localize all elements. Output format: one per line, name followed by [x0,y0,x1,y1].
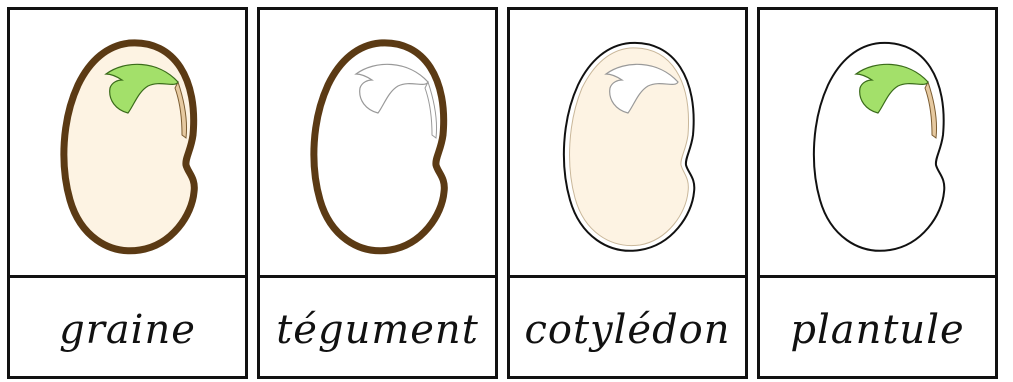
card-graine: graine [7,7,248,379]
card-image [510,10,745,278]
cotyledon-icon [510,10,745,272]
card-image [260,10,495,278]
plantule-icon [760,10,995,272]
card-image [10,10,245,278]
label-tegument: tégument [260,278,495,382]
label-plantule: plantule [760,278,995,382]
card-cotyledon: cotylédon [507,7,748,379]
card-tegument: tégument [257,7,498,379]
card-image [760,10,995,278]
bean-seed-icon [10,10,245,272]
label-cotyledon: cotylédon [510,278,745,382]
card-plantule: plantule [757,7,998,379]
seed-coat-icon [260,10,495,272]
label-graine: graine [10,278,245,382]
